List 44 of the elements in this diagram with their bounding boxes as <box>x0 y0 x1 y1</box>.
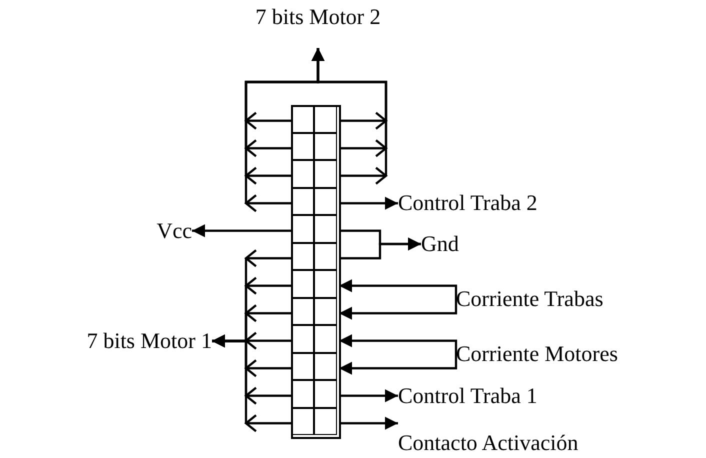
pin-label: 7 bits Motor 1 <box>86 328 212 354</box>
pin-cell <box>291 298 314 325</box>
pin-cell <box>314 352 337 380</box>
wire-arrow <box>339 389 398 402</box>
pin-label: Corriente Trabas <box>456 286 604 312</box>
pin-cell <box>314 160 337 188</box>
wire-arrow <box>339 237 421 260</box>
wire-arrow <box>339 334 458 354</box>
pin-cell <box>314 408 337 435</box>
connector-block <box>291 105 341 439</box>
pin-label: Corriente Motores <box>456 341 618 367</box>
pin-cell <box>291 188 314 215</box>
pin-cell <box>291 242 314 270</box>
pin-cell <box>291 105 314 132</box>
pin-cell <box>314 132 337 160</box>
pin-cell <box>314 380 337 408</box>
pin-cell <box>314 215 337 242</box>
pin-cell <box>291 160 314 188</box>
pin-cell <box>314 298 337 325</box>
wire-arrow <box>339 299 458 320</box>
pin-cell <box>314 188 337 215</box>
pin-cell <box>291 408 314 435</box>
pin-cell <box>291 132 314 160</box>
pin-cell <box>314 105 337 132</box>
pin-label: Contacto Activación <box>398 430 578 456</box>
pin-label: Gnd <box>421 231 459 257</box>
pin-label: 7 bits Motor 2 <box>255 4 381 30</box>
pin-cell <box>314 325 337 352</box>
pin-cell <box>291 380 314 408</box>
wire-arrow <box>339 354 458 375</box>
wire-arrow <box>339 416 398 430</box>
wire-arrow <box>244 46 325 212</box>
pin-cell <box>291 270 314 298</box>
wire-arrow <box>339 279 458 299</box>
pin-label: Control Traba 2 <box>398 190 538 216</box>
pin-cell <box>314 270 337 298</box>
pin-cell <box>291 352 314 380</box>
wire-arrow <box>192 224 293 238</box>
wire-arrow <box>339 196 398 210</box>
pin-label: Vcc <box>156 218 192 244</box>
pin-cell <box>291 215 314 242</box>
pin-label: Control Traba 1 <box>398 383 538 409</box>
pin-cell <box>291 325 314 352</box>
pin-cell <box>314 242 337 270</box>
